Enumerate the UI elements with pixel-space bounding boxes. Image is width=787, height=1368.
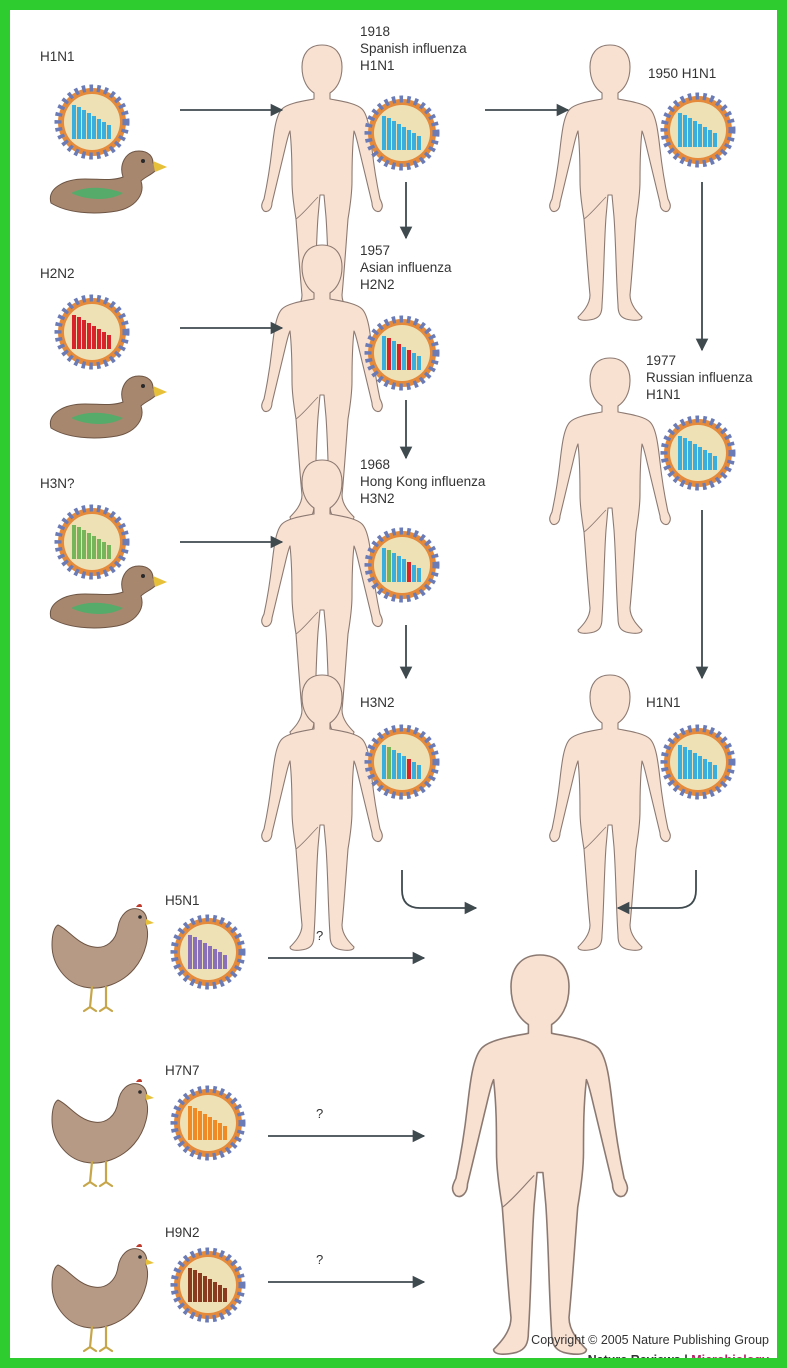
pandemic-strain: H3N2	[360, 490, 485, 507]
pandemic-strain: H1N1	[646, 386, 753, 403]
human-figure-icon	[550, 675, 671, 950]
transmission-arrow	[402, 870, 476, 908]
chicken-icon	[52, 904, 154, 1011]
human-figure-icon	[262, 675, 383, 950]
strain-label: H5N1	[165, 892, 200, 909]
pandemic-name: Spanish influenza	[360, 40, 467, 57]
pandemic-year: 1918	[360, 23, 467, 40]
pandemic-name: Russian influenza	[646, 369, 753, 386]
pandemic-label: 1918 Spanish influenza H1N1	[360, 23, 467, 74]
journal-credit: Nature Reviews | Microbiology	[531, 1350, 769, 1368]
virus-icon	[58, 88, 126, 156]
journal-name: Nature Reviews	[588, 1353, 681, 1367]
virus-icon	[664, 419, 732, 487]
virus-icon	[174, 1251, 242, 1319]
human-figure-icon	[453, 955, 628, 1354]
copyright-footer: Copyright © 2005 Nature Publishing Group…	[531, 1330, 769, 1368]
pandemic-strain: H2N2	[360, 276, 452, 293]
virus-icon	[664, 96, 732, 164]
strain-label: H3N?	[40, 475, 75, 492]
pandemic-strain: H1N1	[360, 57, 467, 74]
virus-icon	[368, 531, 436, 599]
pandemic-name: Asian influenza	[360, 259, 452, 276]
pandemic-label: 1957 Asian influenza H2N2	[360, 242, 452, 293]
pandemic-label: 1968 Hong Kong influenza H3N2	[360, 456, 485, 507]
strain-label: H1N1	[646, 694, 681, 711]
journal-separator: |	[681, 1353, 691, 1367]
pandemic-name: Hong Kong influenza	[360, 473, 485, 490]
strain-label: H9N2	[165, 1224, 200, 1241]
virus-icon	[368, 319, 436, 387]
strain-label: H3N2	[360, 694, 395, 711]
duck-icon	[50, 151, 167, 213]
virus-icon	[368, 99, 436, 167]
journal-section: Microbiology	[691, 1353, 769, 1367]
pandemic-label: 1977 Russian influenza H1N1	[646, 352, 753, 403]
unknown-transmission-label: ?	[316, 1106, 323, 1121]
human-figure-icon	[550, 45, 671, 320]
virus-icon	[58, 298, 126, 366]
pandemic-year: 1957	[360, 242, 452, 259]
virus-icon	[664, 728, 732, 796]
copyright-text: Copyright © 2005 Nature Publishing Group	[531, 1330, 769, 1350]
virus-icon	[58, 508, 126, 576]
strain-label: H2N2	[40, 265, 75, 282]
pandemic-year: 1977	[646, 352, 753, 369]
unknown-transmission-label: ?	[316, 928, 323, 943]
virus-icon	[368, 728, 436, 796]
strain-label: H7N7	[165, 1062, 200, 1079]
unknown-transmission-label: ?	[316, 1252, 323, 1267]
chicken-icon	[52, 1244, 154, 1351]
virus-icon	[174, 1089, 242, 1157]
pandemic-year: 1968	[360, 456, 485, 473]
duck-icon	[50, 376, 167, 438]
strain-label: 1950 H1N1	[648, 65, 716, 82]
strain-label: H1N1	[40, 48, 75, 65]
chicken-icon	[52, 1079, 154, 1186]
influenza-origin-diagram	[10, 10, 787, 1368]
virus-icon	[174, 918, 242, 986]
